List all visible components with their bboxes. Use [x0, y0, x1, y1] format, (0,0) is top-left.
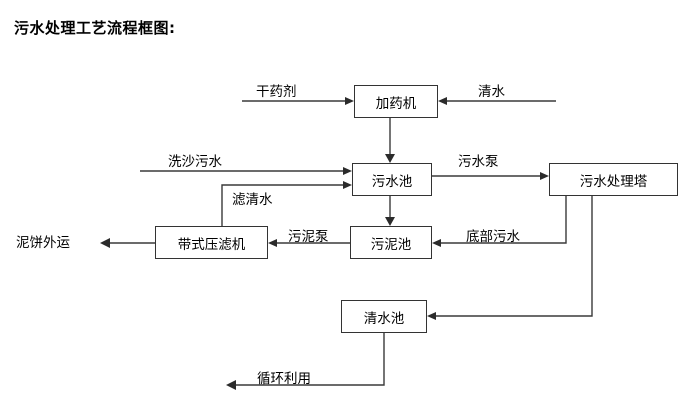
edge-clean-water-to-dosing-machine — [438, 97, 556, 105]
node-clear-pool[interactable]: 清水池 — [341, 300, 427, 333]
label-clean-water: 清水 — [478, 84, 505, 100]
label-sand-wash-water: 洗沙污水 — [168, 154, 222, 170]
node-treatment-tower[interactable]: 污水处理塔 — [549, 163, 678, 196]
node-sewage-pool-label: 污水池 — [371, 173, 413, 190]
edge-sand-wash-water-to-sewage-pool — [140, 167, 352, 175]
edge-belt-press-to-mud-cake-out — [100, 238, 155, 248]
node-dosing-machine[interactable]: 加药机 — [354, 85, 438, 118]
label-bottom-sewage: 底部污水 — [466, 229, 520, 245]
edge-dosing-machine-to-sewage-pool — [385, 118, 395, 163]
edge-sludge-pool-to-belt-press — [268, 239, 350, 247]
label-sewage-pump: 污水泵 — [458, 154, 499, 170]
node-treatment-tower-label: 污水处理塔 — [579, 173, 648, 190]
edge-sewage-pool-to-treatment-tower — [432, 172, 549, 180]
node-sewage-pool[interactable]: 污水池 — [352, 163, 432, 196]
node-clear-pool-label: 清水池 — [363, 310, 405, 327]
node-sludge-pool[interactable]: 污泥池 — [350, 226, 432, 259]
label-recycle-use: 循环利用 — [257, 371, 311, 387]
edge-belt-press-to-sewage-pool — [221, 181, 352, 226]
label-filtered-water: 滤清水 — [232, 192, 273, 208]
node-dosing-machine-label: 加药机 — [375, 95, 417, 112]
node-sludge-pool-label: 污泥池 — [370, 236, 412, 253]
node-belt-press[interactable]: 带式压滤机 — [155, 226, 268, 259]
edge-dry-chemical-to-dosing-machine — [242, 97, 354, 105]
label-sludge-pump: 污泥泵 — [288, 229, 329, 245]
label-dry-chemical: 干药剂 — [256, 84, 297, 100]
edge-treatment-tower-to-clear-pool — [427, 196, 593, 320]
page-title: 污水处理工艺流程框图: — [14, 19, 176, 37]
node-belt-press-label: 带式压滤机 — [177, 236, 246, 253]
edge-treatment-tower-to-sludge-pool — [432, 196, 567, 247]
edge-sewage-pool-to-sludge-pool — [385, 196, 395, 226]
edge-clear-pool-to-recycle — [226, 333, 385, 390]
label-mud-cake-out: 泥饼外运 — [16, 235, 70, 251]
